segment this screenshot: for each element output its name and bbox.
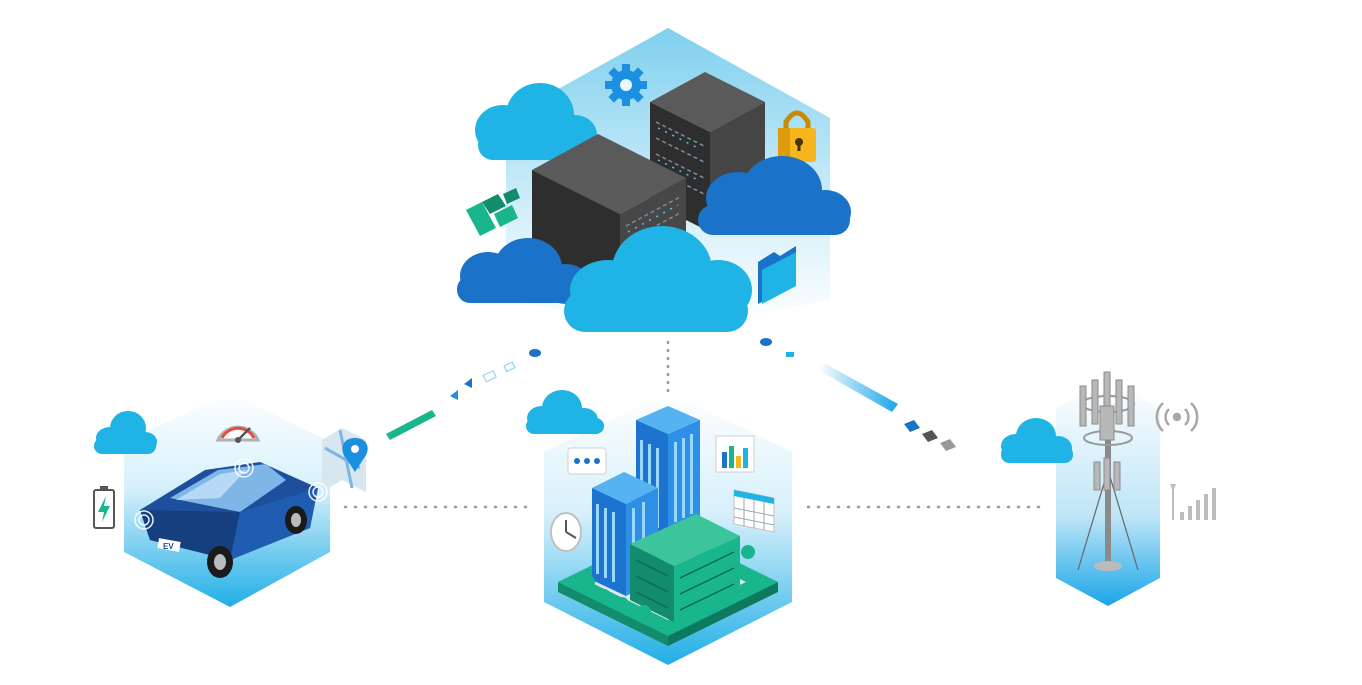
padlock-icon [778,110,816,162]
cloud-icon [564,226,752,332]
ai-icon [466,188,520,236]
battery-icon [93,486,115,529]
calendar-icon [733,489,775,533]
cloud-icon [94,411,157,454]
connected-vehicle-node: EV [93,392,368,607]
wireless-signal-icon [1155,402,1199,432]
cloud-icon [475,83,597,160]
speedometer-icon [215,425,261,443]
link-cloud-tower [760,338,956,451]
clock-icon [550,512,582,552]
car-icon: EV [134,458,328,578]
gear-icon [605,64,647,106]
antenna-tower-icon [1077,371,1139,571]
smart-building-node [526,390,792,665]
chat-icon [567,447,607,475]
cloud-data-center-node [457,28,851,332]
office-building-icon [558,406,778,646]
signal-bars-icon [1170,484,1216,520]
map-pin-icon [322,428,368,492]
license-plate: EV [163,542,174,551]
link-cloud-vehicle [386,349,541,440]
cell-tower-node [1001,371,1216,606]
links [343,338,1042,509]
cloud-icon [1001,418,1073,463]
cloud-icon [526,390,604,434]
folder-icon [758,246,796,304]
bar-chart-icon [715,435,755,473]
cloud-icon [698,156,851,235]
